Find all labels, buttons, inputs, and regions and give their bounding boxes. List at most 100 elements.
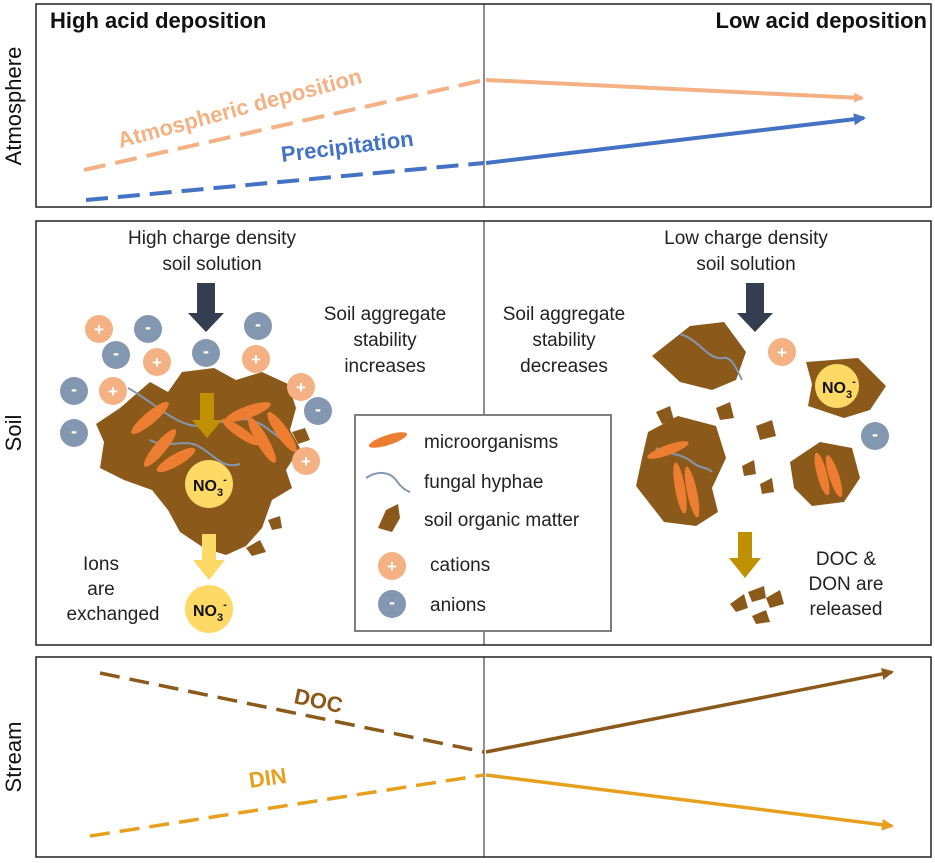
cation: + — [85, 315, 113, 343]
right-microbe-1 — [647, 441, 689, 459]
deposition-dashed-line — [83, 78, 485, 172]
anion: - — [60, 419, 88, 447]
stability-increases-1: Soil aggregate — [324, 304, 447, 325]
right-aggregate-top — [652, 322, 746, 390]
right-charge-title-1: Low charge density — [664, 228, 828, 249]
released-nitrate-circle — [185, 585, 233, 633]
right-gold-arrow — [729, 532, 761, 578]
ions-exchanged-1: Ions — [83, 554, 119, 575]
right-anion: - — [861, 422, 889, 450]
anion: - — [134, 315, 162, 343]
doc-label: DOC — [292, 683, 345, 718]
anion: - — [192, 339, 220, 367]
svg-text:+: + — [296, 378, 306, 397]
right-aggregate-large — [636, 416, 726, 526]
left-microbe-3 — [156, 447, 196, 473]
cation: + — [99, 377, 127, 405]
right-crumb-4 — [742, 460, 756, 476]
right-nitrate-circle — [815, 364, 859, 408]
stability-decreases-1: Soil aggregate — [503, 304, 626, 325]
high-deposition-header: High acid deposition — [50, 8, 266, 33]
stability-increases-3: increases — [344, 356, 425, 377]
precipitation-label: Precipitation — [280, 126, 415, 167]
cation: + — [143, 348, 171, 376]
svg-text:-: - — [71, 421, 77, 441]
precipitation-dashed-line — [85, 161, 485, 202]
doc-released-3: released — [810, 599, 883, 620]
anion: - — [102, 341, 130, 369]
left-gold-arrow — [192, 393, 222, 438]
svg-text:+: + — [108, 382, 118, 401]
svg-text:-: - — [389, 592, 395, 612]
released-crumb-1 — [730, 594, 748, 612]
svg-text:+: + — [301, 452, 311, 471]
right-microbe-5 — [825, 455, 843, 497]
svg-text:+: + — [387, 557, 397, 576]
right-charge-title-2: soil solution — [696, 254, 795, 275]
right-microbe-3 — [684, 466, 700, 518]
svg-text:-: - — [145, 317, 151, 337]
left-soil-crumb-4 — [268, 516, 282, 530]
ions-exchanged-2: are — [87, 579, 114, 600]
anion: - — [60, 377, 88, 405]
doc-released-2: DON are — [809, 574, 884, 595]
left-microbe-6 — [267, 412, 297, 452]
legend-anion-icon: - — [378, 590, 406, 618]
right-hyphae-top — [679, 333, 743, 381]
low-deposition-header: Low acid deposition — [716, 8, 927, 33]
cation: + — [242, 345, 270, 373]
right-crumb-5 — [760, 478, 774, 494]
left-microbe-7 — [221, 418, 259, 446]
released-nitrate-label: NO3- — [193, 599, 227, 624]
left-microbe-1 — [131, 401, 169, 435]
left-nitrate-label: NO3- — [193, 474, 227, 499]
right-nitrate-label: NO3- — [822, 376, 856, 401]
left-ions: + - - - + - + - + + - - + — [60, 312, 332, 475]
doc-dashed-line — [99, 671, 485, 754]
released-crumb-3 — [766, 590, 784, 608]
left-soil-aggregate — [96, 368, 300, 555]
right-cation: + — [768, 338, 796, 366]
left-charge-title-2: soil solution — [162, 254, 261, 275]
legend-soil-organic-matter: soil organic matter — [424, 510, 580, 531]
left-microbe-4 — [225, 402, 271, 422]
left-microbe-5 — [248, 417, 276, 463]
ions-exchanged-3: exchanged — [67, 604, 160, 625]
legend-fungal-hyphae: fungal hyphae — [424, 472, 543, 493]
svg-text:+: + — [777, 343, 787, 362]
doc-arrow — [485, 668, 894, 754]
svg-text:-: - — [113, 343, 119, 363]
left-microbe-2 — [143, 429, 177, 467]
anion: - — [304, 397, 332, 425]
left-soil-crumb-2 — [292, 428, 310, 444]
svg-text:+: + — [152, 353, 162, 372]
atmosphere-label: Atmosphere — [1, 47, 26, 166]
legend-cation-icon: + — [378, 552, 406, 580]
cation: + — [292, 447, 320, 475]
svg-text:-: - — [203, 341, 209, 361]
doc-released-1: DOC & — [816, 549, 877, 570]
released-crumb-4 — [752, 610, 770, 624]
precipitation-arrow — [485, 113, 866, 165]
stability-increases-2: stability — [353, 330, 417, 351]
cation: + — [287, 373, 315, 401]
svg-text:+: + — [94, 320, 104, 339]
svg-text:-: - — [255, 314, 261, 334]
svg-text:-: - — [71, 379, 77, 399]
released-crumb-2 — [748, 586, 766, 602]
right-crumb-3 — [756, 420, 776, 440]
svg-text:-: - — [872, 424, 878, 444]
left-soil-crumb-1 — [258, 378, 282, 392]
din-label: DIN — [247, 763, 288, 793]
svg-text:+: + — [251, 350, 261, 369]
legend-anions: anions — [430, 595, 486, 616]
right-dark-down-arrow — [737, 283, 773, 332]
legend-cations: cations — [430, 555, 490, 576]
left-charge-title-1: High charge density — [128, 228, 296, 249]
deposition-arrow — [485, 78, 864, 103]
legend-microorganism-icon — [368, 432, 408, 448]
left-yellow-arrow — [193, 534, 225, 580]
din-dashed-line — [89, 773, 485, 838]
right-crumb-1 — [656, 406, 674, 424]
